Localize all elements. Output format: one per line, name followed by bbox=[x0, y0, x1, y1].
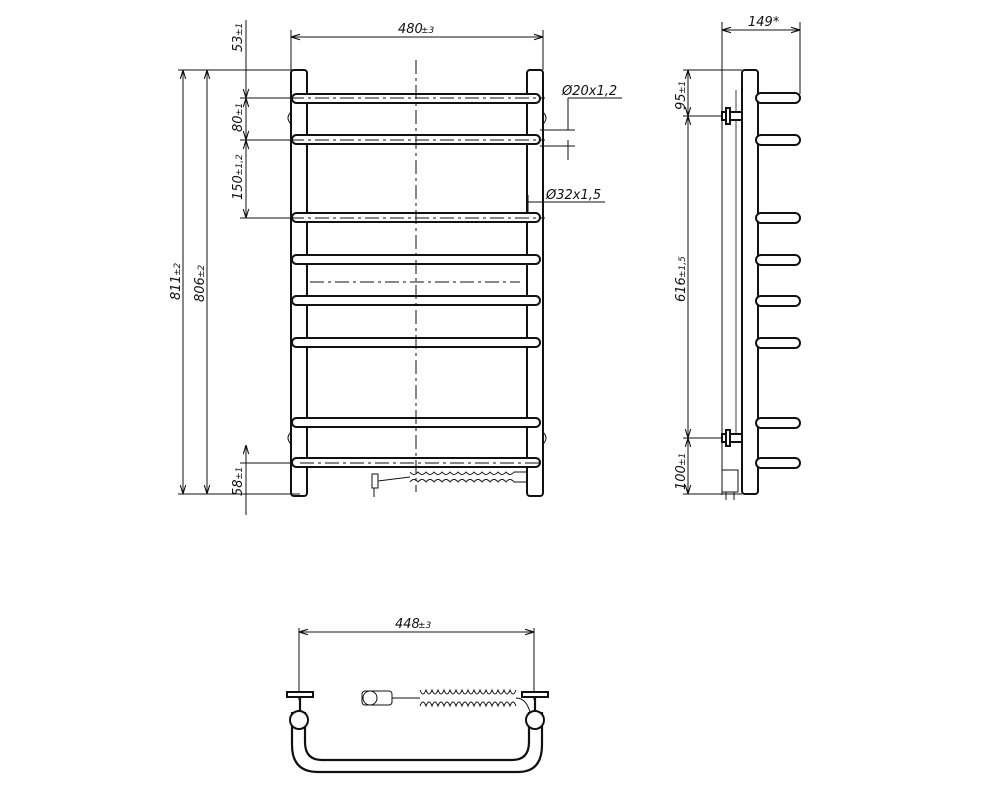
heating-cable bbox=[371, 471, 526, 497]
dim-58-value: 58 bbox=[231, 479, 246, 496]
dim-width-value: 480 bbox=[398, 22, 423, 37]
side-rungs bbox=[755, 92, 801, 469]
bottom-cable bbox=[361, 688, 531, 713]
dim-depth-value: 149* bbox=[748, 15, 780, 30]
tube-small-label: Ø20x1,2 bbox=[561, 84, 617, 99]
u-tube bbox=[290, 712, 544, 774]
dim-95-value: 95 bbox=[674, 93, 689, 110]
dim-616-value: 616 bbox=[674, 277, 689, 302]
side-brackets bbox=[721, 107, 743, 500]
dim-811-value: 811 bbox=[169, 275, 184, 300]
dim-100-tol: ±1 bbox=[678, 453, 688, 466]
dim-448-tol: ±3 bbox=[418, 621, 432, 631]
dim-95-tol: ±1 bbox=[678, 81, 688, 94]
dim-100-value: 100 bbox=[674, 465, 689, 490]
mount-brackets bbox=[287, 111, 547, 445]
side-post bbox=[741, 69, 759, 495]
dim-150-tol: ±1,2 bbox=[235, 154, 245, 176]
dim-80-value: 80 bbox=[231, 115, 246, 132]
dim-150-value: 150 bbox=[231, 175, 246, 200]
dim-811-tol: ±2 bbox=[173, 262, 183, 276]
left-post bbox=[290, 69, 308, 497]
bottom-view: 448 ±3 bbox=[286, 617, 549, 774]
dim-58-tol: ±1 bbox=[235, 467, 245, 480]
wall-plate-right bbox=[521, 691, 549, 698]
dim-448-value: 448 bbox=[395, 617, 420, 632]
dim-width-tol: ±3 bbox=[421, 26, 435, 36]
right-post bbox=[526, 69, 544, 497]
front-view: 480 ±3 811 ±2 806 ±2 53 ±1 80 ±1 bbox=[169, 20, 622, 515]
side-view: 149* 95 ±1 616 ±1,5 100 ±1 bbox=[674, 15, 801, 500]
tube-large-label: Ø32x1,5 bbox=[545, 188, 601, 203]
dim-806-tol: ±2 bbox=[197, 264, 207, 278]
dim-80-tol: ±1 bbox=[235, 103, 245, 116]
dim-806-value: 806 bbox=[193, 277, 208, 302]
dim-53-tol: ±1 bbox=[235, 23, 245, 36]
dim-53-value: 53 bbox=[231, 35, 246, 52]
wall-plate-left bbox=[286, 691, 314, 698]
dim-616-tol: ±1,5 bbox=[678, 256, 688, 278]
